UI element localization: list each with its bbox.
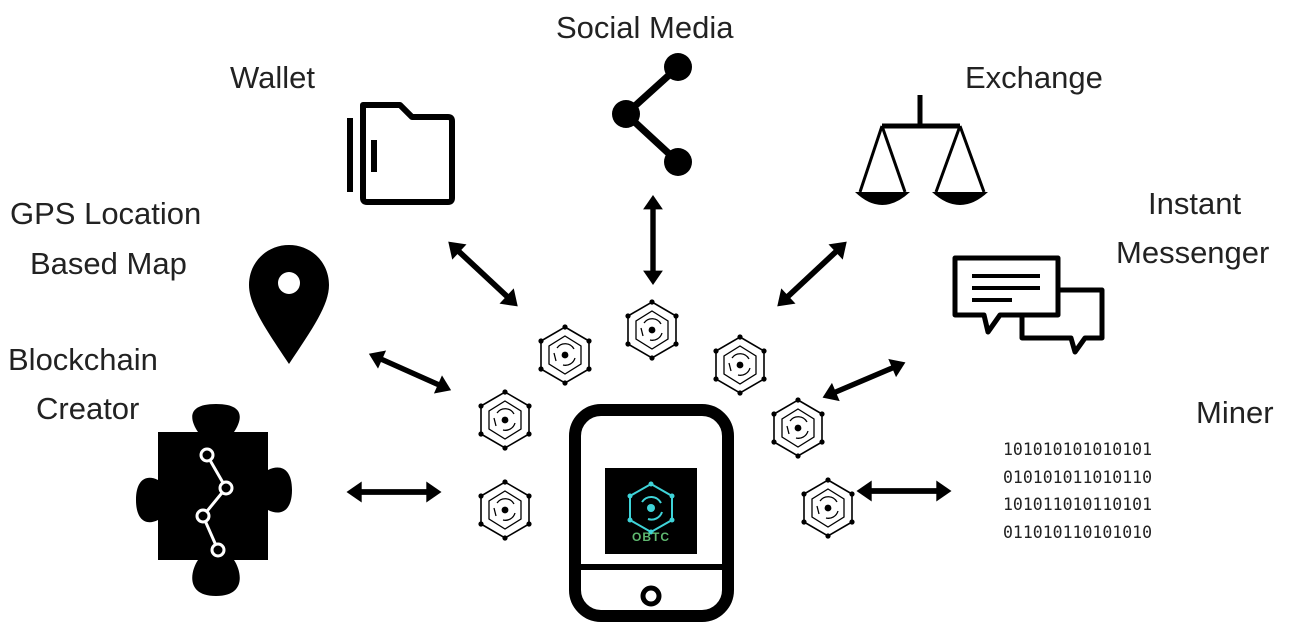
arrow-exchange bbox=[770, 234, 854, 314]
arrow-miner bbox=[857, 481, 952, 502]
location-pin-icon bbox=[249, 245, 329, 364]
hexagon-node-icon bbox=[712, 333, 768, 397]
node-label-blockchain-line1: Blockchain bbox=[8, 342, 158, 377]
node-label-social-media: Social Media bbox=[556, 10, 734, 45]
hexagon-node-icon bbox=[624, 298, 680, 362]
node-label-instant-line2: Messenger bbox=[1116, 235, 1270, 270]
node-label-wallet: Wallet bbox=[230, 60, 315, 95]
obtc-logo-text: OBTC bbox=[632, 530, 670, 544]
binary-line: 010101011010110 bbox=[1003, 467, 1153, 487]
arrow-blockchain bbox=[347, 482, 442, 503]
node-label-exchange: Exchange bbox=[965, 60, 1103, 95]
binary-line: 011010110101010 bbox=[1003, 522, 1153, 542]
puzzle-piece-icon bbox=[136, 404, 292, 596]
arrow-messenger bbox=[819, 353, 910, 406]
obtc-logo bbox=[605, 468, 697, 554]
hexagon-node-icon bbox=[537, 323, 593, 387]
node-label-gps-line2: Based Map bbox=[30, 246, 187, 281]
arrow-social-media bbox=[643, 195, 663, 285]
node-label-instant-line1: Instant bbox=[1148, 186, 1242, 221]
folder-icon bbox=[347, 102, 455, 205]
hexagon-node-icon bbox=[800, 476, 856, 540]
binary-line: 101010101010101 bbox=[1003, 440, 1153, 459]
node-label-blockchain-line2: Creator bbox=[36, 391, 140, 426]
chat-bubbles-icon bbox=[952, 255, 1105, 355]
binary-line: 101011010110101 bbox=[1003, 495, 1153, 514]
hexagon-node-icon bbox=[770, 396, 826, 460]
scales-icon bbox=[855, 95, 988, 205]
node-label-gps-line1: GPS Location bbox=[10, 196, 202, 231]
hexagon-node-icon bbox=[477, 388, 533, 452]
arrow-gps bbox=[365, 345, 455, 400]
hexagon-node-icon bbox=[477, 478, 533, 542]
arrow-wallet bbox=[441, 234, 525, 314]
miner-binary-block: 101010101010101 010101011010110 10101101… bbox=[1003, 436, 1152, 546]
node-label-miner: Miner bbox=[1196, 395, 1274, 430]
share-icon bbox=[612, 53, 692, 176]
